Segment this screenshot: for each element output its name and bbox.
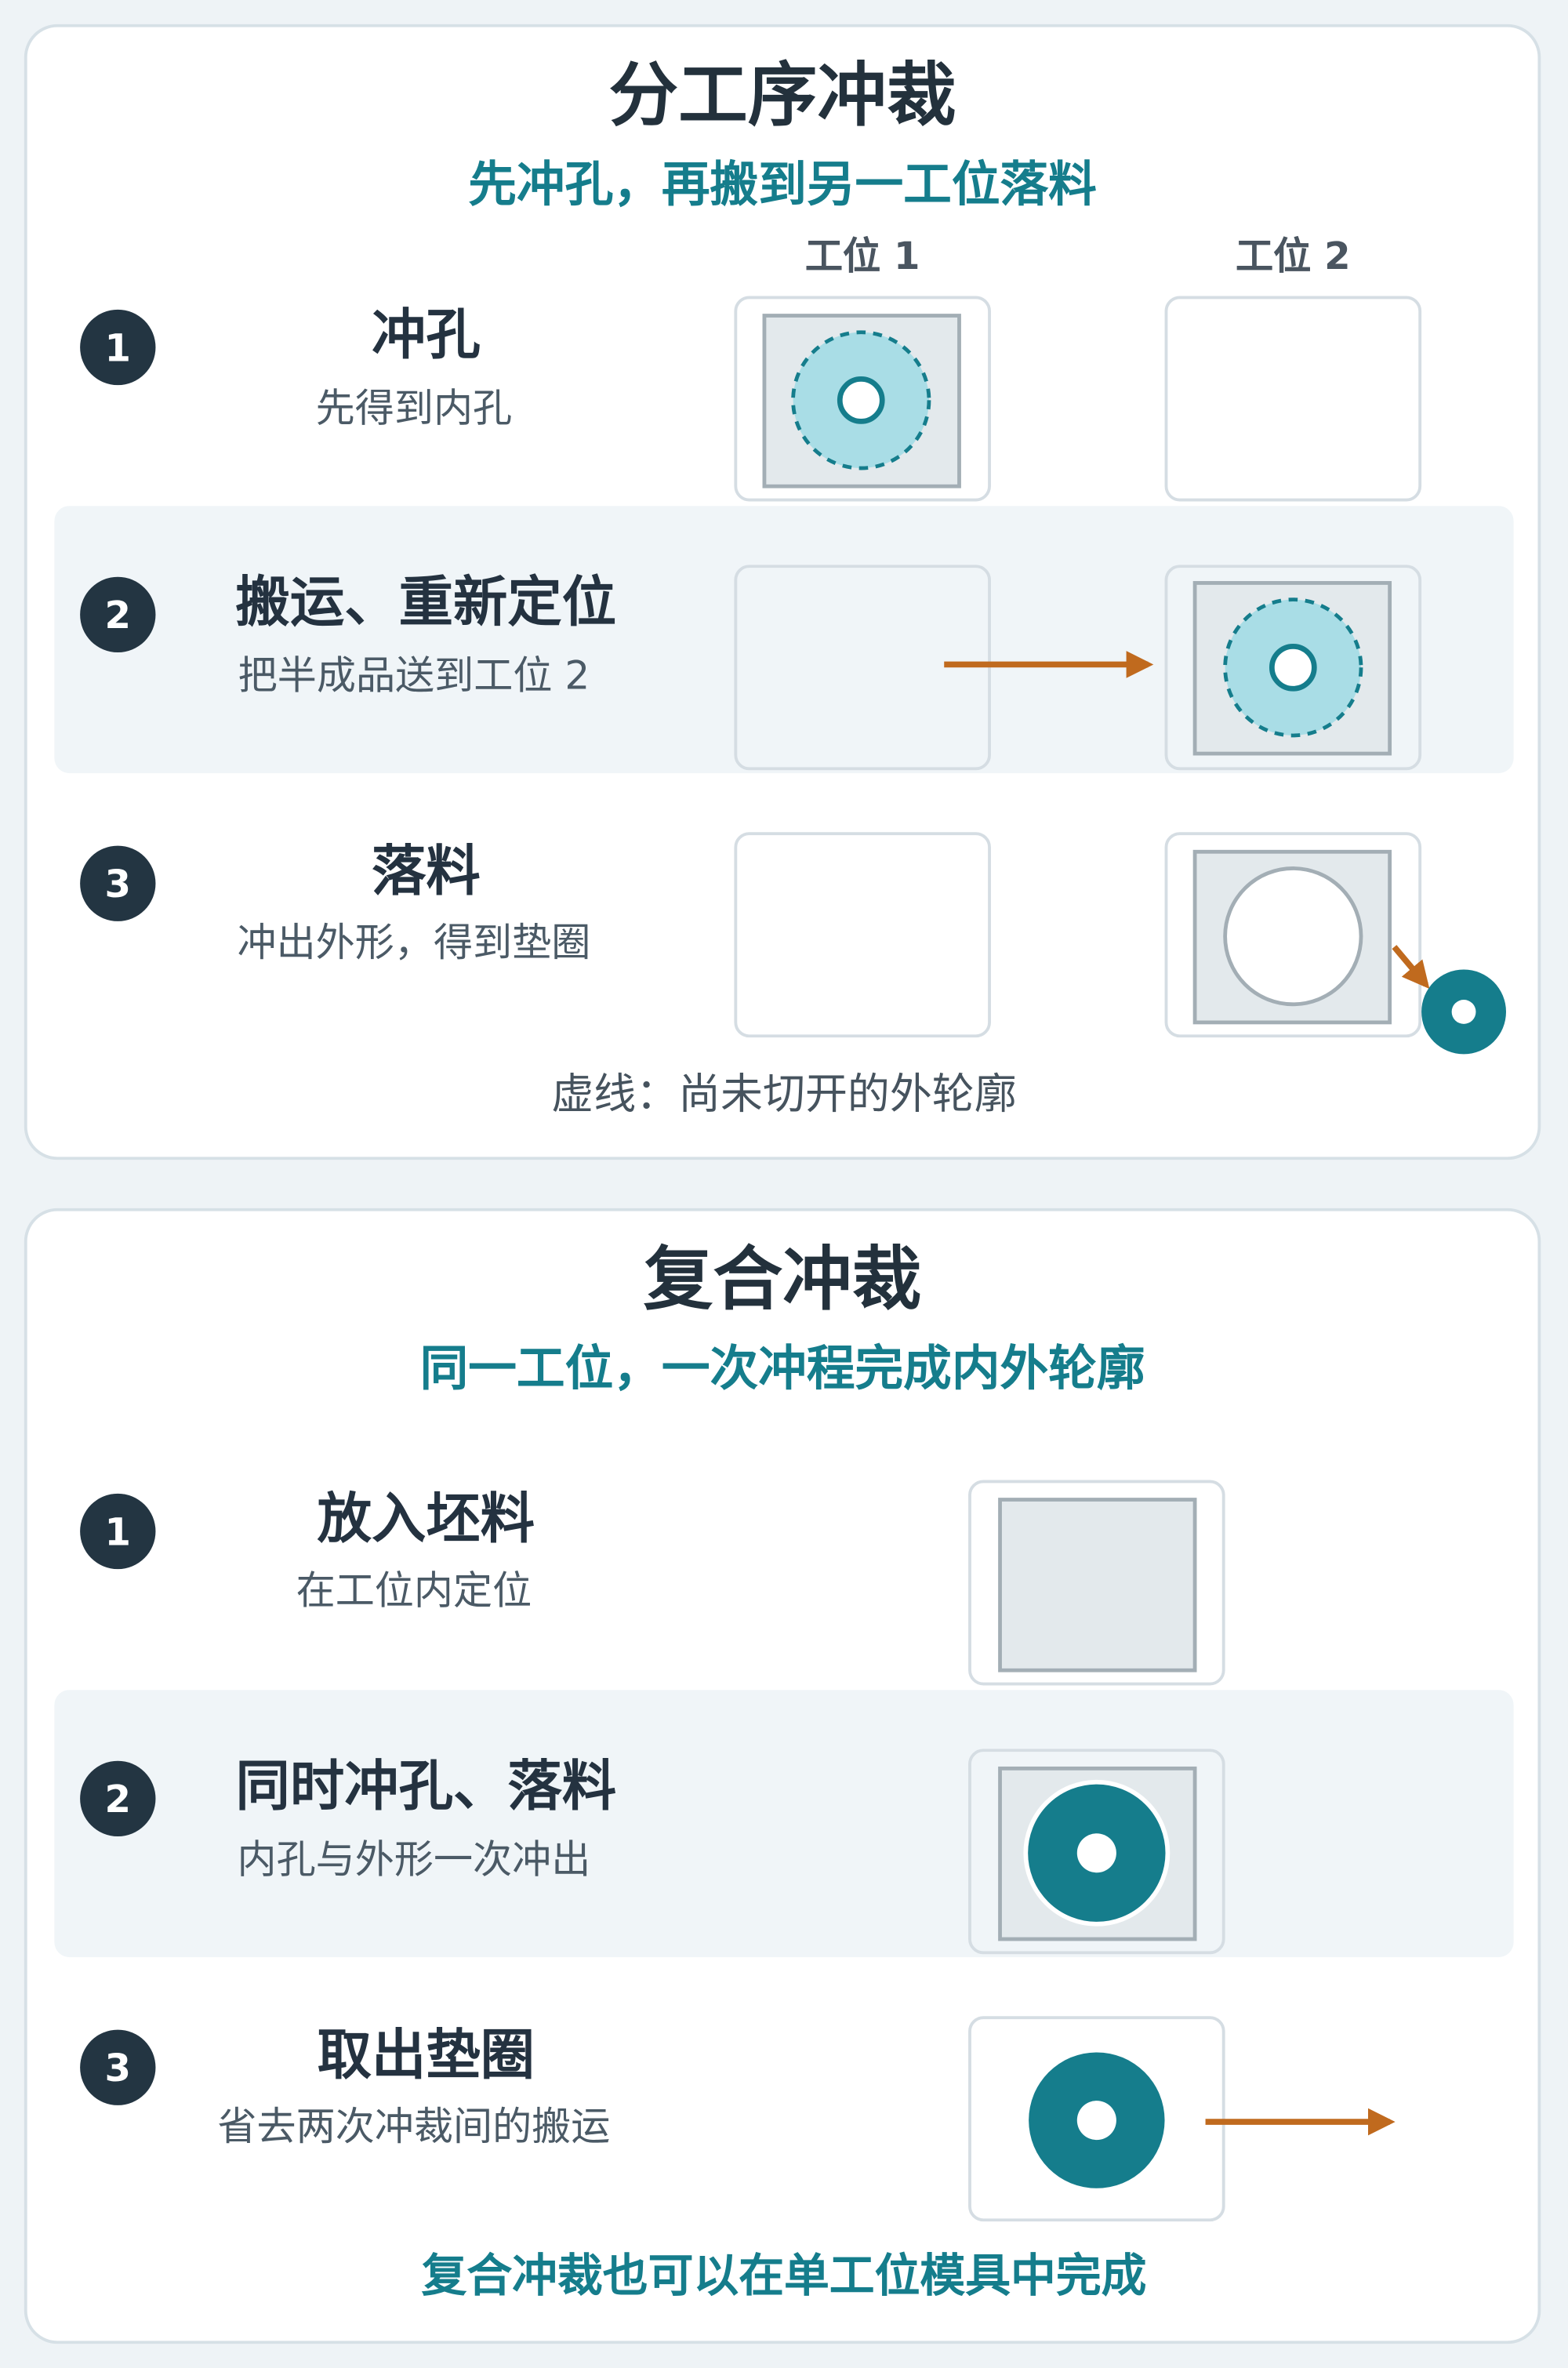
station-2-cell — [1164, 565, 1422, 771]
washer-hole — [1076, 1833, 1116, 1873]
step-title: 落料 — [371, 841, 481, 903]
step-number-badge: 2 — [80, 576, 156, 653]
station-1-label: 工位 1 — [804, 234, 920, 278]
washer-hole — [1451, 1000, 1476, 1024]
step-description: 内孔与外形一次冲出 — [237, 1837, 591, 1883]
step-title: 放入坯料 — [317, 1489, 535, 1552]
compound-step-2-band — [54, 1690, 1514, 1958]
station-2-cell — [1164, 296, 1422, 502]
step-description: 冲出外形，得到垫圈 — [237, 921, 591, 967]
step-number-badge: 3 — [80, 2029, 156, 2105]
step-title: 冲孔 — [371, 305, 481, 368]
blank-sheet — [998, 1498, 1197, 1672]
step-description: 先得到内孔 — [315, 387, 513, 432]
compound-footer-note: 复合冲裁也可以在单工位模具中完成 — [421, 2250, 1147, 2304]
step-number-badge: 3 — [80, 845, 156, 921]
blanked-opening — [1223, 866, 1363, 1007]
compound-subtitle: 同一工位，一次冲程完成内外轮廓 — [419, 1339, 1145, 1397]
step-description: 把半成品送到工位 2 — [238, 653, 590, 699]
eject-arrow — [1392, 945, 1430, 990]
step-title: 同时冲孔、落料 — [235, 1756, 617, 1818]
punched-hole — [837, 376, 885, 424]
step-description: 省去两次冲裁间的搬运 — [217, 2105, 611, 2151]
step-title: 取出垫圈 — [317, 2025, 535, 2087]
station-2-label: 工位 2 — [1235, 234, 1351, 278]
step-number-badge: 1 — [80, 309, 156, 386]
washer-hole — [1076, 2101, 1116, 2141]
step-number-badge: 2 — [80, 1760, 156, 1837]
dashed-line-note: 虚线：尚未切开的外轮廓 — [551, 1069, 1017, 1120]
sequential-title: 分工序冲裁 — [608, 54, 956, 136]
step-title: 搬运、重新定位 — [235, 572, 617, 634]
station-1-cell — [734, 832, 991, 1038]
punched-hole — [1269, 643, 1317, 692]
step-number-badge: 1 — [80, 1493, 156, 1570]
sequential-subtitle: 先冲孔，再搬到另一工位落料 — [468, 155, 1097, 213]
step-description: 在工位内定位 — [296, 1569, 532, 1614]
compound-title: 复合冲裁 — [643, 1238, 922, 1320]
single-station-cell — [968, 1749, 1225, 1955]
